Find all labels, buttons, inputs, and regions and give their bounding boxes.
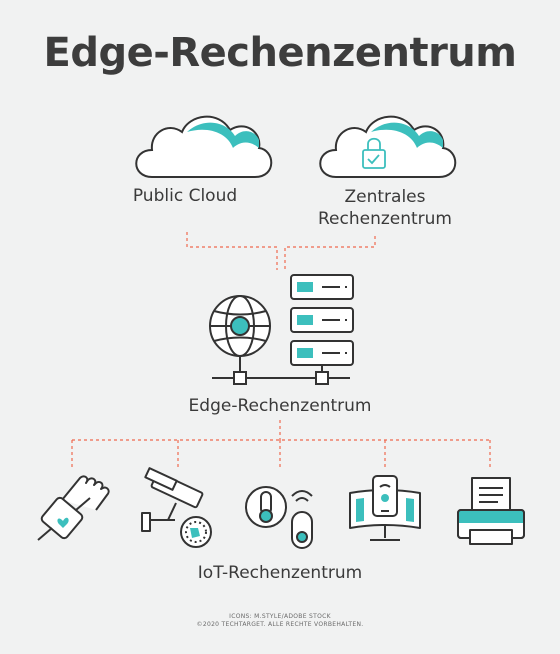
security-camera-icon bbox=[141, 467, 212, 548]
smart-thermostat-icon bbox=[245, 486, 313, 549]
iot-datacenter-label: IoT-Rechenzentrum bbox=[197, 563, 363, 583]
credit-copyright: ©2020 TECHTARGET. ALLE RECHTE VORBEHALTE… bbox=[196, 621, 364, 628]
credit-icons: ICONS: M.STYLE/ADOBE STOCK bbox=[229, 613, 331, 620]
curved-monitor-icon bbox=[349, 475, 421, 541]
central-datacenter-label-line1: Zentrales bbox=[344, 187, 426, 207]
wearable-icon bbox=[37, 475, 110, 541]
public-cloud-label: Public Cloud bbox=[132, 186, 238, 206]
edge-datacenter-label: Edge-Rechenzentrum bbox=[188, 396, 372, 416]
secure-cloud-icon bbox=[319, 115, 457, 178]
bottom-connectors bbox=[71, 420, 491, 470]
globe-icon bbox=[209, 295, 271, 357]
credits: ICONS: M.STYLE/ADOBE STOCK ©2020 TECHTAR… bbox=[0, 613, 560, 629]
top-connectors bbox=[186, 232, 376, 270]
printer-icon bbox=[457, 477, 525, 545]
central-datacenter-label-line2: Rechenzentrum bbox=[317, 209, 452, 229]
cloud-icon bbox=[135, 115, 273, 178]
network-bus bbox=[212, 356, 350, 385]
padlock-icon bbox=[362, 137, 386, 169]
central-datacenter-label: Zentrales Rechenzentrum bbox=[300, 186, 470, 230]
page-title: Edge-Rechenzentrum bbox=[43, 30, 517, 76]
server-rack-icon bbox=[290, 274, 354, 366]
